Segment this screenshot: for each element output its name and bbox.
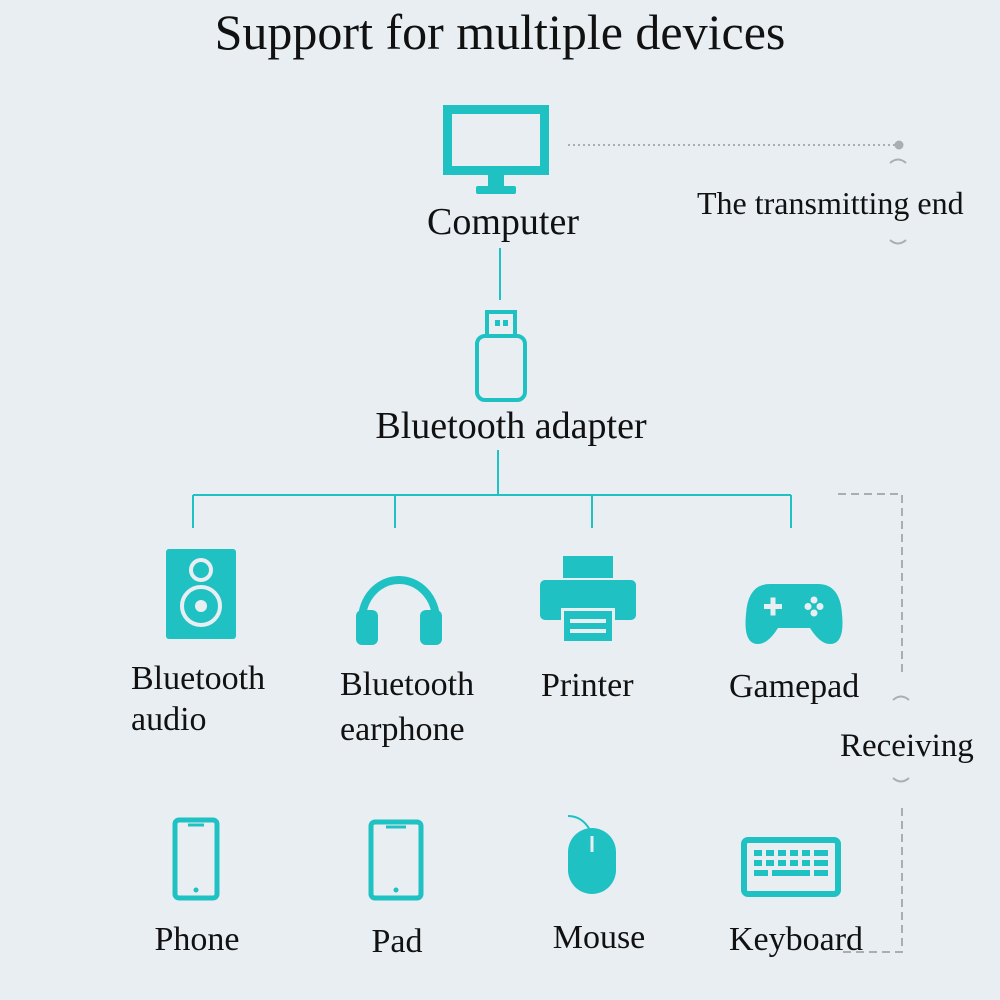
receiving-label: Receiving [840,728,974,764]
device-label-keyboard: Keyboard [728,921,864,958]
transmitting-end-label: The transmitting end [697,185,964,221]
label-line: earphone [340,711,465,749]
usb-dongle-icon [475,310,527,402]
keyboard-icon [741,837,841,897]
device-label-gamepad: Gamepad [729,668,860,705]
device-label-printer: Printer [541,667,634,704]
monitor-icon [443,105,549,194]
computer-label: Computer [427,201,579,243]
connector-lines [192,248,792,528]
transmitting-bracket [568,140,907,245]
headphones-icon [356,576,442,645]
label-line: audio [131,701,207,739]
phone-icon [172,817,220,901]
device-label-pad: Pad [371,923,423,960]
receiving-bracket [838,493,910,953]
device-label-bluetooth-earphone: Bluetooth earphone [340,665,474,749]
gamepad-icon [745,584,843,644]
mouse-icon [567,815,616,894]
printer-icon [540,556,636,644]
label-line: Bluetooth [131,660,266,697]
device-label-bluetooth-audio: Bluetooth audio [131,659,265,739]
speaker-icon [166,549,236,639]
device-label-mouse: Mouse [552,919,646,956]
adapter-label: Bluetooth adapter [375,405,647,447]
label-line: Bluetooth [340,666,475,703]
device-label-phone: Phone [154,921,240,958]
tablet-icon [368,819,424,901]
page-title: Support for multiple devices [214,4,786,60]
